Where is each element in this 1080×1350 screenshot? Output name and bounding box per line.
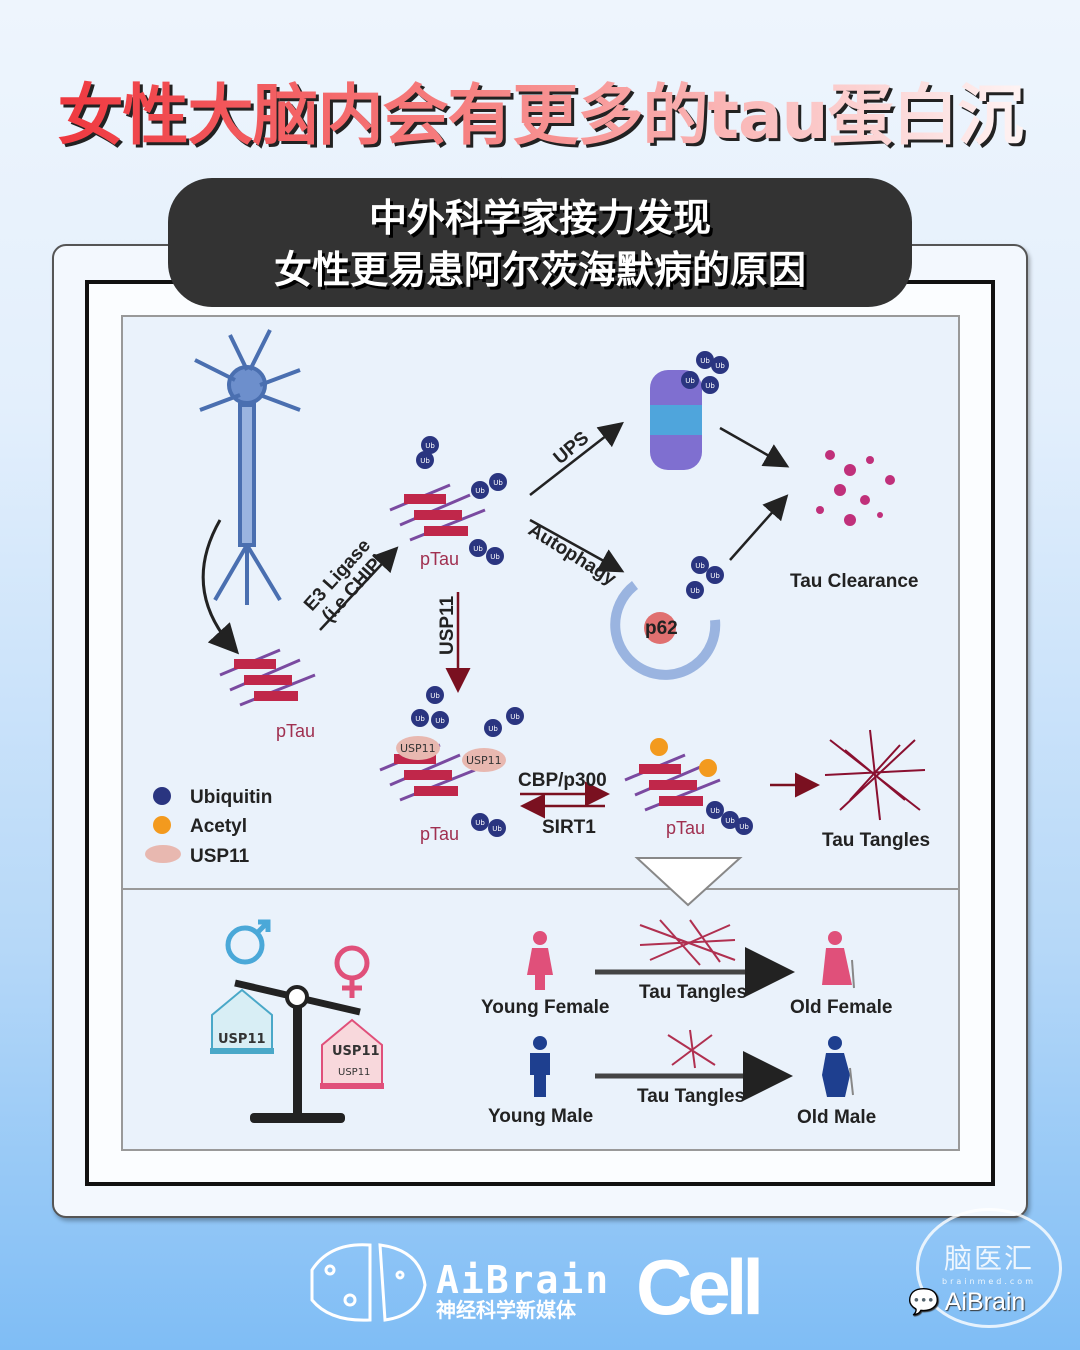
tau-clearance-label: Tau Clearance bbox=[790, 571, 918, 592]
legend-acetyl: Acetyl bbox=[190, 816, 247, 837]
old-male-label: Old Male bbox=[797, 1107, 876, 1128]
down-arrow-icon bbox=[634, 857, 743, 907]
usp11-icon bbox=[145, 845, 181, 863]
tau-tangles-label: Tau Tangles bbox=[822, 830, 930, 851]
ptau-label-center: pTau bbox=[420, 549, 459, 569]
scale-usp11-right-2: USP11 bbox=[338, 1067, 370, 1078]
tau-fragments-icon bbox=[816, 450, 895, 526]
ptau-ubiquitinated bbox=[388, 436, 507, 565]
old-female-label: Old Female bbox=[790, 997, 892, 1018]
young-male-label: Young Male bbox=[488, 1106, 593, 1127]
usp11-tag-2: USP11 bbox=[466, 754, 502, 767]
tau-tangles-icon bbox=[824, 729, 926, 821]
tau-tangles-male-label: Tau Tangles bbox=[637, 1086, 745, 1107]
ptau-left bbox=[218, 648, 317, 707]
young-male-icon bbox=[530, 1036, 550, 1097]
scale-usp11-right-1: USP11 bbox=[332, 1044, 380, 1059]
wechat-name: AiBrain bbox=[944, 1288, 1026, 1316]
legend-ubiquitin: Ubiquitin bbox=[190, 787, 272, 808]
subtitle-line-1: 中外科学家接力发现 bbox=[368, 196, 711, 240]
watermark-sub: brainmed.com bbox=[942, 1277, 1036, 1286]
autophagy-ub bbox=[686, 556, 724, 599]
young-female-label: Young Female bbox=[481, 997, 609, 1018]
female-symbol-icon bbox=[334, 945, 370, 981]
proteasome-icon bbox=[650, 351, 729, 470]
ubiquitin-icon bbox=[153, 787, 171, 805]
old-male-icon bbox=[822, 1036, 854, 1097]
ptau-acetylated bbox=[623, 738, 753, 835]
subtitle-line-2: 女性更易患阿尔茨海默病的原因 bbox=[273, 248, 806, 292]
balance-scale-icon bbox=[210, 919, 384, 1123]
autophagosome-icon bbox=[610, 581, 721, 680]
usp11-tag-1: USP11 bbox=[400, 742, 436, 755]
ptau-label-usp11: pTau bbox=[420, 824, 459, 844]
legend: Ubiquitin Acetyl USP11 bbox=[145, 787, 272, 867]
p62-label: p62 bbox=[645, 618, 678, 639]
tau-tangles-female-label: Tau Tangles bbox=[639, 982, 747, 1003]
ptau-label-left: pTau bbox=[276, 721, 315, 741]
neuron-icon bbox=[194, 329, 301, 605]
acetyl-icon bbox=[153, 816, 171, 834]
scale-usp11-left: USP11 bbox=[218, 1032, 266, 1047]
autophagy-label: Autophagy bbox=[524, 519, 620, 590]
tau-tangles-female-icon bbox=[639, 919, 736, 966]
ptau-label-acetyl: pTau bbox=[666, 818, 705, 838]
sirt1-label: SIRT1 bbox=[542, 817, 596, 838]
watermark-text: 脑医汇 bbox=[943, 1242, 1034, 1275]
tau-tangles-male-icon bbox=[667, 1029, 716, 1069]
subtitle-banner: 中外科学家接力发现 女性更易患阿尔茨海默病的原因 bbox=[168, 178, 912, 307]
footer-brand-sub: 神经科学新媒体 bbox=[436, 1298, 576, 1322]
male-symbol-icon bbox=[225, 925, 265, 965]
footer-brand: AiBrain bbox=[436, 1258, 611, 1302]
young-female-icon bbox=[527, 931, 553, 990]
usp11-arrow-label: USP11 bbox=[437, 595, 458, 655]
wechat-icon: 💬 bbox=[908, 1288, 940, 1316]
cbp-p300-label: CBP/p300 bbox=[518, 770, 607, 791]
watermark: 脑医汇 brainmed.com bbox=[916, 1208, 1062, 1328]
legend-usp11: USP11 bbox=[190, 846, 250, 867]
aibrain-logo-icon bbox=[310, 1243, 427, 1322]
old-female-icon bbox=[822, 931, 855, 989]
cell-journal-logo: Cell bbox=[636, 1243, 764, 1331]
wechat-account: 💬 AiBrain bbox=[908, 1288, 1025, 1317]
ptau-usp11 bbox=[378, 686, 524, 837]
